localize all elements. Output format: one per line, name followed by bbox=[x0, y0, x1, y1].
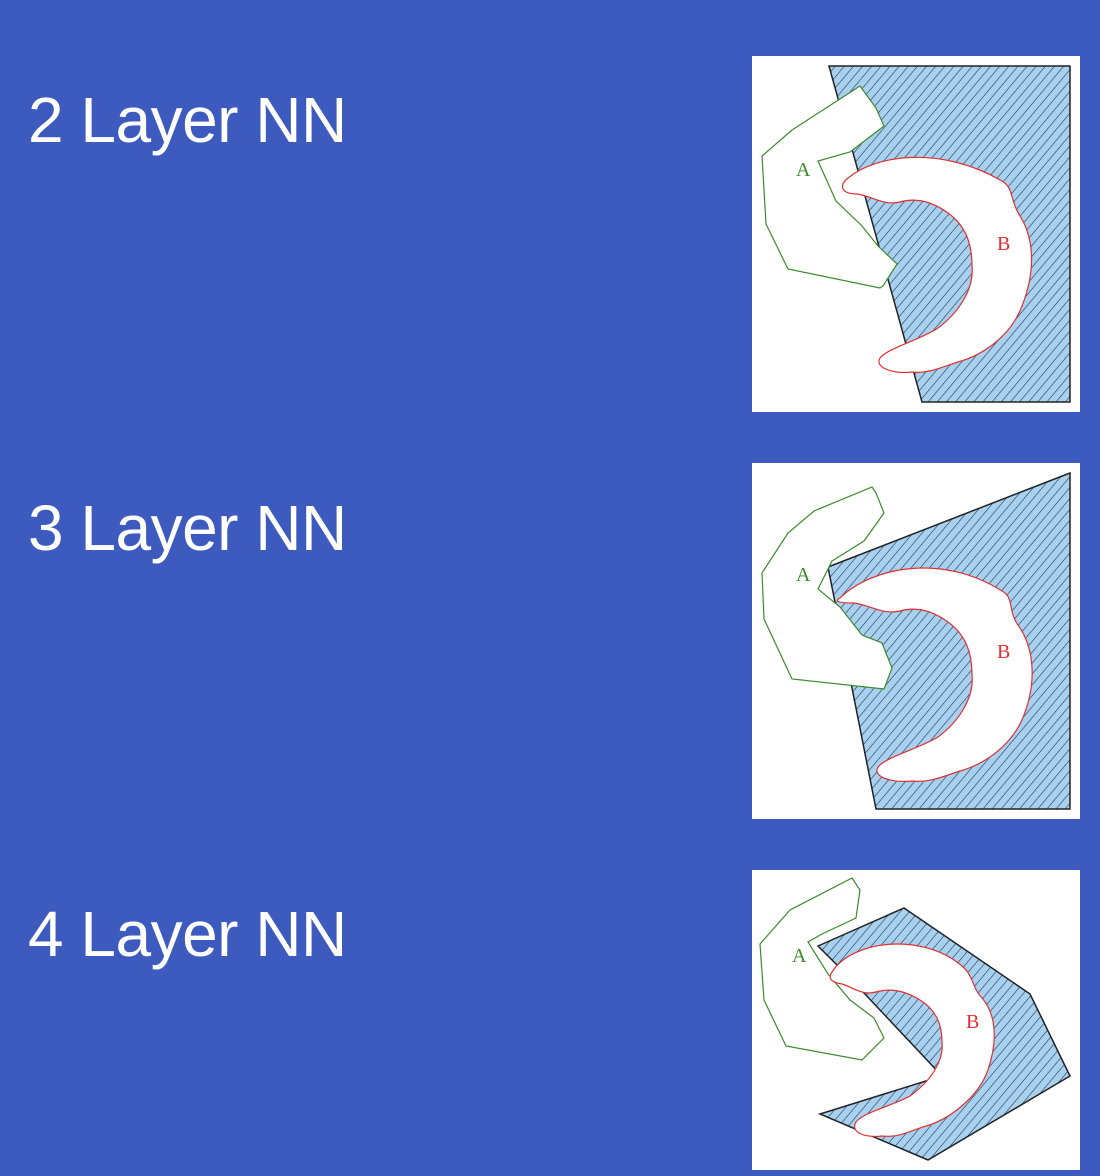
decision-region-panel-3-layer: A B bbox=[752, 463, 1080, 819]
class-a-label: A bbox=[796, 564, 811, 586]
decision-region-panel-2-layer: A B bbox=[752, 56, 1080, 412]
class-a-boundary bbox=[761, 486, 893, 690]
class-b-label: B bbox=[966, 1011, 979, 1033]
class-a-label: A bbox=[792, 945, 807, 967]
decision-region-panel-4-layer: A B bbox=[752, 870, 1080, 1170]
decision-region-diagram: A B bbox=[761, 65, 1071, 403]
class-a-boundary bbox=[759, 877, 885, 1061]
class-b-label: B bbox=[997, 233, 1010, 255]
class-a-boundary bbox=[761, 85, 898, 289]
class-a-label: A bbox=[796, 159, 811, 181]
class-b-boundary bbox=[841, 156, 1033, 373]
decision-region-diagram: A B bbox=[759, 877, 1071, 1161]
row-title-3-layer: 3 Layer NN bbox=[28, 492, 347, 564]
class-b-boundary bbox=[836, 567, 1033, 782]
decision-region-diagram: A B bbox=[761, 471, 1071, 810]
row-title-4-layer: 4 Layer NN bbox=[28, 898, 347, 970]
row-title-2-layer: 2 Layer NN bbox=[28, 84, 347, 156]
class-b-label: B bbox=[997, 641, 1010, 663]
class-b-boundary bbox=[829, 943, 995, 1137]
